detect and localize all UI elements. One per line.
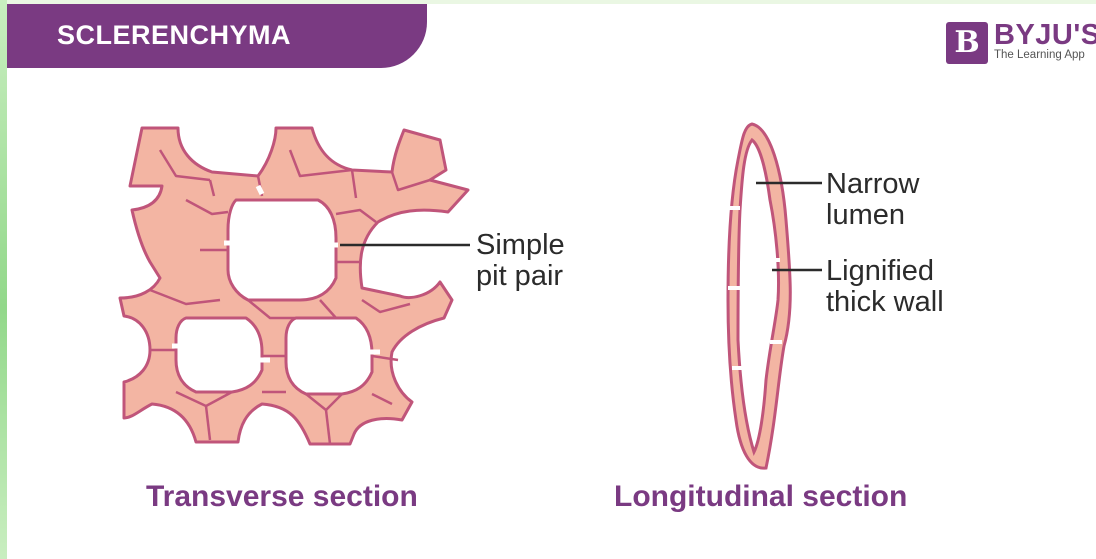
lumen-label-line2: lumen (826, 200, 919, 231)
fiber-cell (728, 124, 790, 468)
pit-pair-label: Simple pit pair (476, 230, 565, 292)
wall-label-line2: thick wall (826, 287, 944, 318)
longitudinal-caption: Longitudinal section (614, 480, 907, 514)
longitudinal-section-drawing (728, 124, 790, 468)
pit-pair-label-line2: pit pair (476, 261, 565, 292)
transverse-section-drawing (120, 128, 468, 444)
lumen-label: Narrow lumen (826, 169, 919, 231)
transverse-wall-mesh (120, 128, 468, 444)
lumen-label-line1: Narrow (826, 169, 919, 200)
transverse-caption: Transverse section (146, 480, 418, 514)
pit-pair-label-line1: Simple (476, 230, 565, 261)
wall-label: Lignified thick wall (826, 256, 944, 318)
wall-label-line1: Lignified (826, 256, 944, 287)
